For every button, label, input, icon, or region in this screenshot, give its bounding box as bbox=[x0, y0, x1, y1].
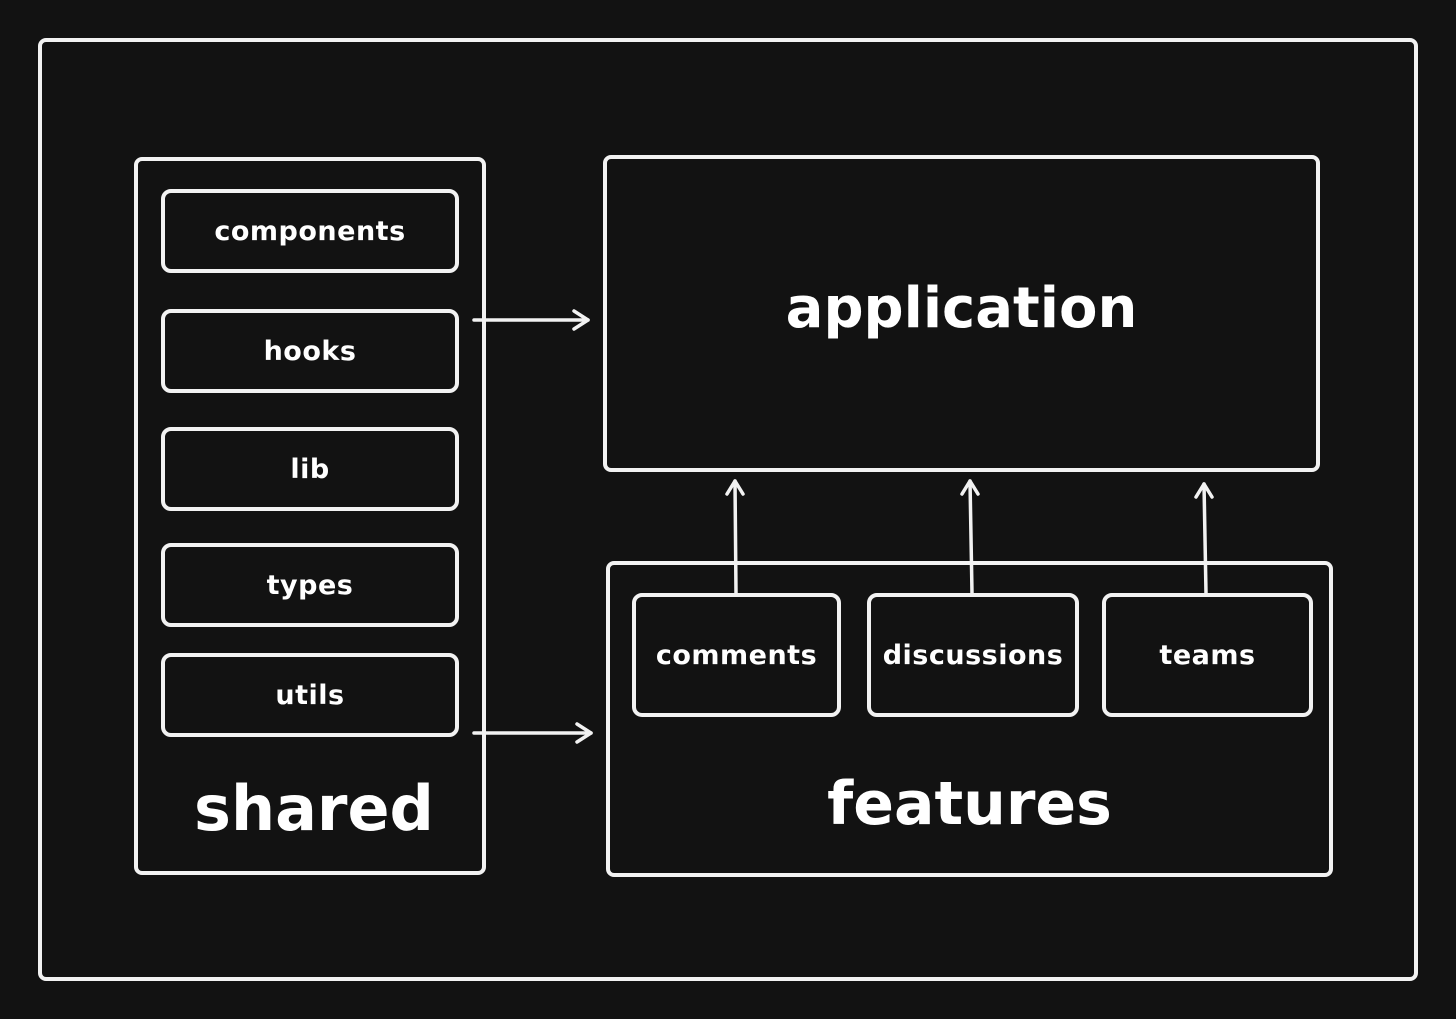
shared-group-label: shared bbox=[194, 772, 434, 845]
application-label: application bbox=[785, 276, 1138, 341]
application-box bbox=[603, 155, 1320, 472]
feature-item-discussions: discussions bbox=[867, 593, 1079, 717]
shared-item-utils: utils bbox=[161, 653, 459, 737]
shared-group bbox=[134, 157, 486, 875]
shared-item-label: components bbox=[214, 215, 406, 247]
feature-item-label: discussions bbox=[882, 639, 1064, 671]
shared-item-label: types bbox=[266, 569, 354, 601]
shared-item-lib: lib bbox=[161, 427, 459, 511]
feature-item-label: teams bbox=[1159, 639, 1256, 671]
feature-item-teams: teams bbox=[1102, 593, 1313, 717]
shared-item-types: types bbox=[161, 543, 459, 627]
shared-item-label: hooks bbox=[263, 335, 357, 367]
shared-item-label: utils bbox=[275, 679, 345, 711]
shared-item-components: components bbox=[161, 189, 459, 273]
feature-item-comments: comments bbox=[632, 593, 841, 717]
shared-item-hooks: hooks bbox=[161, 309, 459, 393]
shared-item-label: lib bbox=[290, 453, 330, 485]
outer-frame bbox=[38, 38, 1418, 981]
feature-item-label: comments bbox=[655, 639, 818, 671]
features-group-label: features bbox=[827, 769, 1112, 839]
